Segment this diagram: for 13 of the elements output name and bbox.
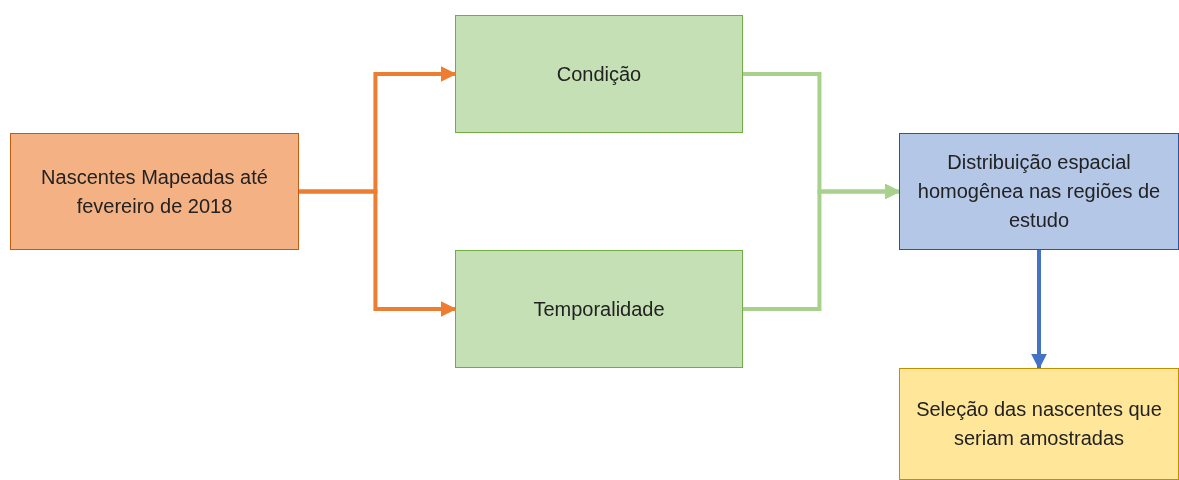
arrow — [299, 189, 457, 317]
process-box — [455, 250, 743, 368]
node-label: Seleção das nascentes que seriam amostradas — [915, 397, 1163, 451]
node-label: Temporalidade — [532, 296, 666, 322]
process-box — [899, 133, 1179, 250]
process-box — [455, 15, 743, 133]
arrow — [1031, 250, 1047, 370]
arrow — [743, 183, 901, 311]
node-label: Condição — [555, 61, 643, 87]
node-label: Distribuição espacial homogênea nas regiões de estudo — [916, 150, 1162, 233]
process-box — [10, 133, 299, 250]
process-box — [899, 368, 1179, 480]
node-label: Nascentes Mapeadas até fevereiro de 2018 — [40, 164, 269, 219]
